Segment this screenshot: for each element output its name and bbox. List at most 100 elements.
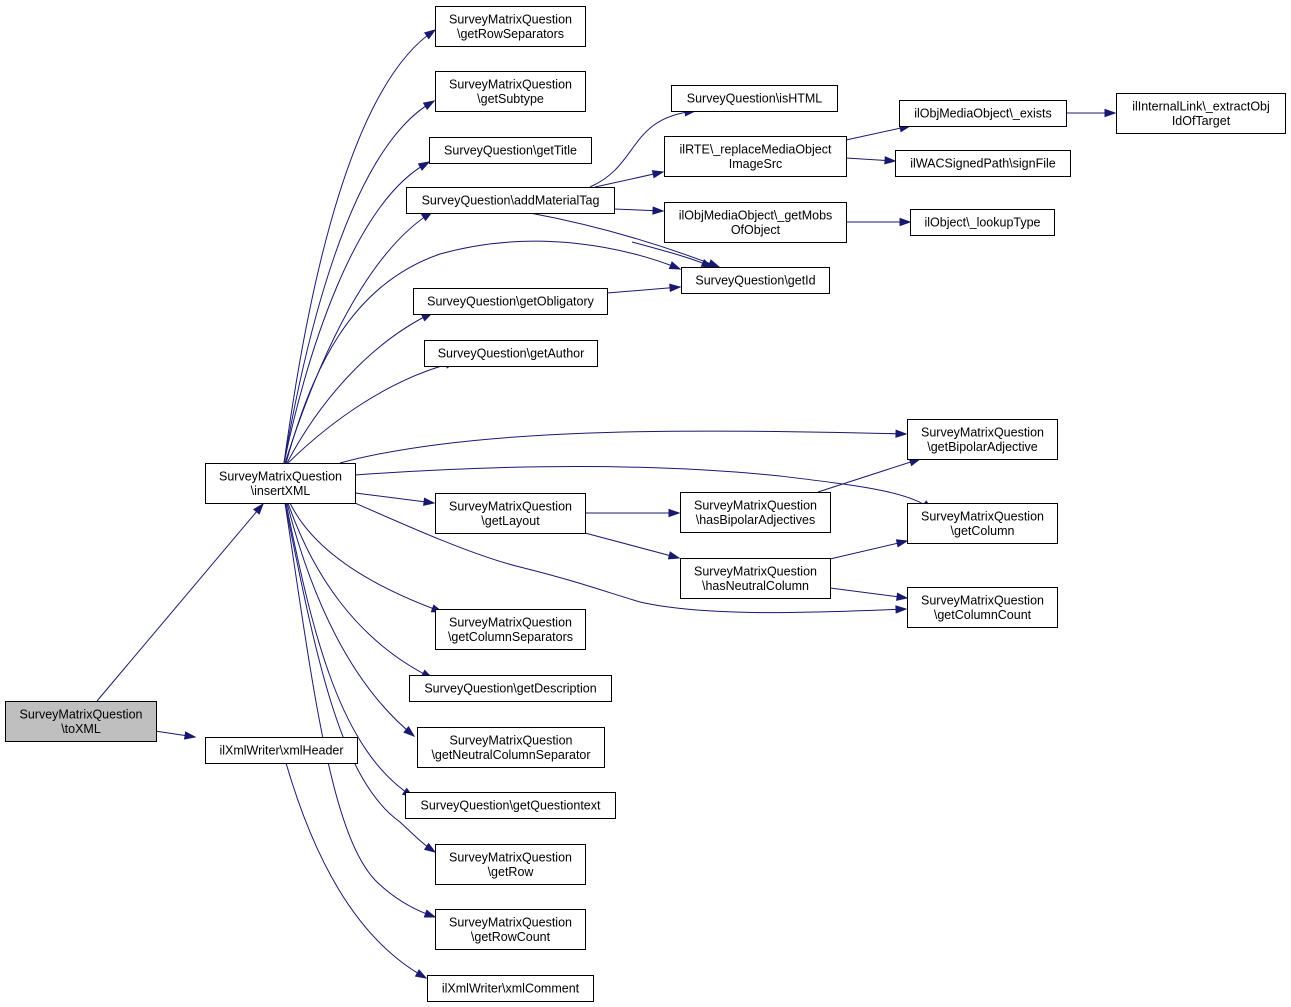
edge-hasNeutralColumn-to-getColumn [829, 539, 909, 560]
node-getDescription[interactable]: SurveyQuestion\getDescription [409, 675, 612, 702]
node-box[interactable] [435, 493, 586, 534]
node-xmlComment[interactable]: ilXmlWriter\xmlComment [427, 975, 594, 1002]
node-box[interactable] [910, 209, 1055, 236]
edge-replaceMediaObjectImageSrc-to-exists [845, 124, 912, 141]
arrow-head [414, 969, 428, 979]
node-hasNeutralColumn[interactable]: SurveyMatrixQuestion\hasNeutralColumn [680, 558, 831, 599]
node-getRowCount[interactable]: SurveyMatrixQuestion\getRowCount [435, 909, 586, 950]
node-box[interactable] [409, 675, 612, 702]
node-box[interactable] [907, 587, 1058, 628]
node-box[interactable] [413, 288, 608, 315]
node-signFile[interactable]: ilWACSignedPath\signFile [895, 150, 1071, 177]
node-box[interactable] [435, 844, 586, 885]
node-box[interactable] [429, 137, 592, 164]
node-box[interactable] [435, 71, 586, 112]
arrow-head [895, 605, 908, 614]
node-label: ilXmlWriter\xmlHeader [219, 744, 343, 758]
node-getObligatory[interactable]: SurveyQuestion\getObligatory [413, 288, 608, 315]
node-label: ilInternalLink\_extractObj [1132, 99, 1270, 113]
node-box[interactable] [895, 150, 1071, 177]
node-label: \toXML [61, 722, 101, 736]
node-box[interactable] [205, 463, 356, 504]
node-label: SurveyMatrixQuestion [449, 615, 572, 629]
node-box[interactable] [427, 975, 594, 1002]
edge-insertXML-to-getRowSeparators [283, 29, 437, 464]
node-box[interactable] [5, 701, 157, 742]
node-getSubtype[interactable]: SurveyMatrixQuestion\getSubtype [435, 71, 586, 112]
arrow-head [423, 29, 437, 40]
node-box[interactable] [681, 267, 830, 294]
arrow-head [403, 726, 416, 737]
node-getTitle[interactable]: SurveyQuestion\getTitle [429, 137, 592, 164]
edge-insertXML-to-getId [285, 240, 682, 464]
edge-line [283, 29, 436, 464]
node-box[interactable] [907, 503, 1058, 544]
node-label: ImageSrc [729, 157, 783, 171]
node-lookupType[interactable]: ilObject\_lookupType [910, 209, 1055, 236]
node-label: \getRowSeparators [457, 27, 564, 41]
node-label: \getRow [488, 865, 535, 879]
node-getColumnCount[interactable]: SurveyMatrixQuestion\getColumnCount [907, 587, 1058, 628]
node-box[interactable] [435, 6, 586, 47]
node-label: \getLayout [481, 514, 540, 528]
node-box[interactable] [205, 737, 358, 764]
edge-line [285, 502, 414, 798]
arrow-head [423, 497, 436, 506]
node-hasBipolarAdjectives[interactable]: SurveyMatrixQuestion\hasBipolarAdjective… [680, 492, 831, 533]
edge-xmlHeader-to-xmlComment [285, 762, 428, 979]
node-xmlHeader[interactable]: ilXmlWriter\xmlHeader [205, 737, 358, 764]
edge-line [354, 465, 933, 511]
edge-getMobsOfObject-to-lookupType [846, 217, 912, 227]
node-getRowSeparators[interactable]: SurveyMatrixQuestion\getRowSeparators [435, 6, 586, 47]
node-box[interactable] [405, 792, 616, 819]
node-getQuestiontext[interactable]: SurveyQuestion\getQuestiontext [405, 792, 616, 819]
node-getBipolarAdjective[interactable]: SurveyMatrixQuestion\getBipolarAdjective [907, 419, 1058, 460]
edge-replaceMediaObjectImageSrc-to-signFile [845, 156, 897, 165]
arrow-head [896, 592, 909, 601]
node-getColumnSeparators[interactable]: SurveyMatrixQuestion\getColumnSeparators [435, 609, 586, 650]
node-box[interactable] [664, 202, 847, 243]
node-box[interactable] [424, 340, 598, 367]
node-isHTML[interactable]: SurveyQuestion\isHTML [671, 85, 838, 112]
node-label: SurveyMatrixQuestion [450, 733, 573, 747]
node-exists[interactable]: ilObjMediaObject\_exists [899, 100, 1067, 127]
edge-line [284, 502, 436, 918]
node-box[interactable] [417, 727, 605, 768]
node-box[interactable] [435, 609, 586, 650]
node-box[interactable] [680, 492, 831, 533]
edge-addMaterialTag-to-getId [529, 212, 721, 268]
arrow-head [707, 259, 721, 268]
edge-insertXML-to-getRowCount [284, 502, 437, 918]
edge-insertXML-to-getAuthor [287, 360, 458, 464]
edge-insertXML-to-getSubtype [283, 100, 436, 464]
node-box[interactable] [664, 136, 847, 177]
edge-line [339, 430, 907, 464]
node-box[interactable] [1116, 93, 1286, 134]
node-insertXML[interactable]: SurveyMatrixQuestion\insertXML [205, 463, 356, 504]
node-label: SurveyMatrixQuestion [20, 707, 143, 721]
node-getId[interactable]: SurveyQuestion\getId [681, 267, 830, 294]
node-getNeutralColumnSeparator[interactable]: SurveyMatrixQuestion\getNeutralColumnSep… [417, 727, 605, 768]
edge-line [354, 502, 907, 614]
node-box[interactable] [671, 85, 838, 112]
node-getColumn[interactable]: SurveyMatrixQuestion\getColumn [907, 503, 1058, 544]
node-addMaterialTag[interactable]: SurveyQuestion\addMaterialTag [406, 187, 615, 214]
node-getAuthor[interactable]: SurveyQuestion\getAuthor [424, 340, 598, 367]
node-toXML[interactable]: SurveyMatrixQuestion\toXML [5, 701, 157, 742]
node-label: SurveyMatrixQuestion [921, 509, 1044, 523]
node-getLayout[interactable]: SurveyMatrixQuestion\getLayout [435, 493, 586, 534]
edge-line [529, 212, 720, 268]
node-box[interactable] [406, 187, 615, 214]
edge-insertXML-to-getRow [284, 502, 437, 853]
node-box[interactable] [907, 419, 1058, 460]
node-box[interactable] [680, 558, 831, 599]
node-box[interactable] [435, 909, 586, 950]
node-box[interactable] [899, 100, 1067, 127]
edge-insertXML-to-getTitle [283, 161, 431, 464]
arrow-head [253, 502, 264, 515]
node-getRow[interactable]: SurveyMatrixQuestion\getRow [435, 844, 586, 885]
node-label: SurveyQuestion\isHTML [687, 92, 823, 106]
